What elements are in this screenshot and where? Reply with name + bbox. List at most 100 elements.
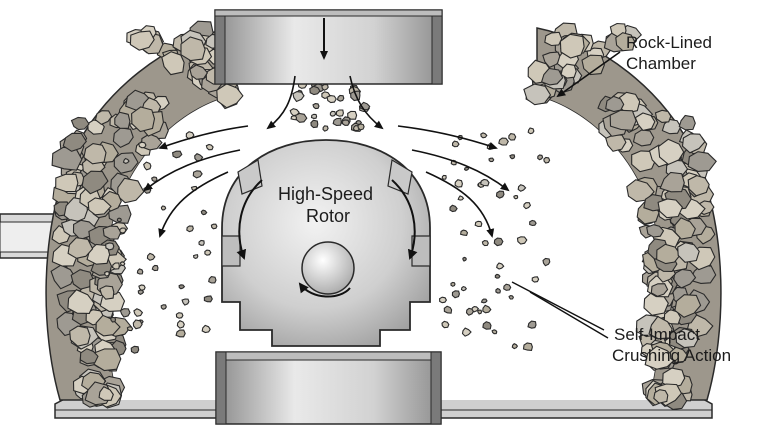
rock [672, 268, 697, 289]
crushed-particle [192, 170, 203, 179]
crushed-particle [146, 252, 156, 261]
rock [544, 31, 563, 47]
crushed-particle [204, 249, 212, 256]
rock [678, 114, 696, 131]
rock [615, 32, 636, 52]
rock [117, 177, 145, 204]
crushed-particle [181, 298, 190, 306]
crushed-particle [186, 225, 194, 233]
rock [687, 175, 710, 197]
crushed-particle [136, 268, 144, 275]
crushed-particle [451, 140, 460, 148]
rotor-label: High-Speed Rotor [278, 184, 378, 226]
crushed-particle [151, 264, 159, 272]
rock [112, 127, 134, 149]
crushed-particle [531, 276, 540, 283]
crushed-particle [132, 319, 143, 330]
crushed-particle [522, 342, 533, 351]
self-impact-label: Self-Impact Crushing Action [612, 325, 731, 365]
feed-particle [322, 125, 329, 132]
crushed-particle [151, 176, 158, 182]
rock [662, 367, 686, 388]
high-speed-rotor [221, 139, 431, 347]
crushed-particle [482, 304, 492, 314]
crushed-particle [495, 287, 501, 294]
crushed-particle [198, 239, 205, 246]
rock [632, 129, 655, 147]
rock [62, 132, 87, 152]
rock [648, 315, 673, 340]
rock [540, 67, 564, 86]
crushed-particle [133, 308, 144, 317]
feed-particle [310, 113, 318, 119]
crushed-particle [496, 262, 505, 270]
crushed-particle [543, 156, 551, 164]
crushed-particle [130, 345, 140, 354]
crushed-particle [193, 254, 199, 260]
crushed-particle [119, 227, 127, 234]
rotation-arrow-bottom [298, 282, 351, 298]
feed-particle [309, 85, 321, 96]
rock [180, 36, 206, 62]
crushed-particle [443, 305, 453, 314]
flow-arrow-left-4 [158, 171, 229, 238]
rock [70, 116, 90, 131]
rock [644, 345, 677, 370]
crushed-particle [176, 320, 185, 329]
rock [650, 283, 669, 297]
crushed-particles [104, 48, 551, 354]
rock [161, 51, 185, 76]
rock [675, 328, 700, 349]
crushed-particle [137, 289, 145, 296]
crushed-particle [160, 304, 167, 310]
feed-particle [329, 110, 337, 117]
crushed-particle [527, 320, 537, 329]
rock [654, 109, 672, 123]
crushed-particle [454, 179, 463, 188]
crushed-particle [480, 298, 488, 304]
crushed-particle [516, 236, 528, 245]
crushed-particle [517, 184, 527, 192]
flow-arrow-right-1 [349, 75, 384, 130]
crushed-particle [178, 284, 186, 290]
crushed-particle [171, 150, 183, 159]
crushed-particle [537, 154, 544, 161]
feed-particle [312, 103, 320, 110]
rock [70, 269, 95, 290]
rock [79, 348, 99, 365]
rock [656, 243, 681, 265]
rock [98, 385, 114, 401]
rotor-hub [301, 241, 355, 295]
feed-particle [332, 117, 342, 127]
rock [102, 225, 122, 240]
crushed-particle [481, 240, 489, 247]
crushed-particle [508, 133, 517, 141]
rock [131, 106, 156, 133]
crushed-particle [109, 316, 117, 323]
rock [542, 51, 562, 69]
rock [67, 237, 94, 259]
crushed-particle [449, 204, 458, 213]
crushed-particle [111, 262, 120, 270]
feed-particle [321, 83, 329, 91]
crushed-particle [160, 205, 167, 211]
crushed-particle [210, 223, 218, 230]
crushed-particle [511, 343, 519, 350]
flow-arrow-left-3 [143, 149, 241, 192]
crushed-particle [527, 127, 535, 135]
crushed-particle [200, 209, 208, 216]
rock [216, 83, 244, 109]
rock [681, 133, 706, 154]
crushed-particle [460, 285, 468, 292]
rock [581, 54, 605, 76]
rock [51, 146, 83, 171]
feed-particle [290, 115, 298, 121]
crushed-particle [138, 141, 147, 149]
rock [69, 325, 91, 347]
rock [55, 173, 79, 193]
crushed-particle [138, 284, 146, 291]
rock [609, 109, 637, 131]
rock-lined-chamber-label: Rock-Lined Chamber [626, 33, 717, 73]
rock [659, 171, 685, 193]
